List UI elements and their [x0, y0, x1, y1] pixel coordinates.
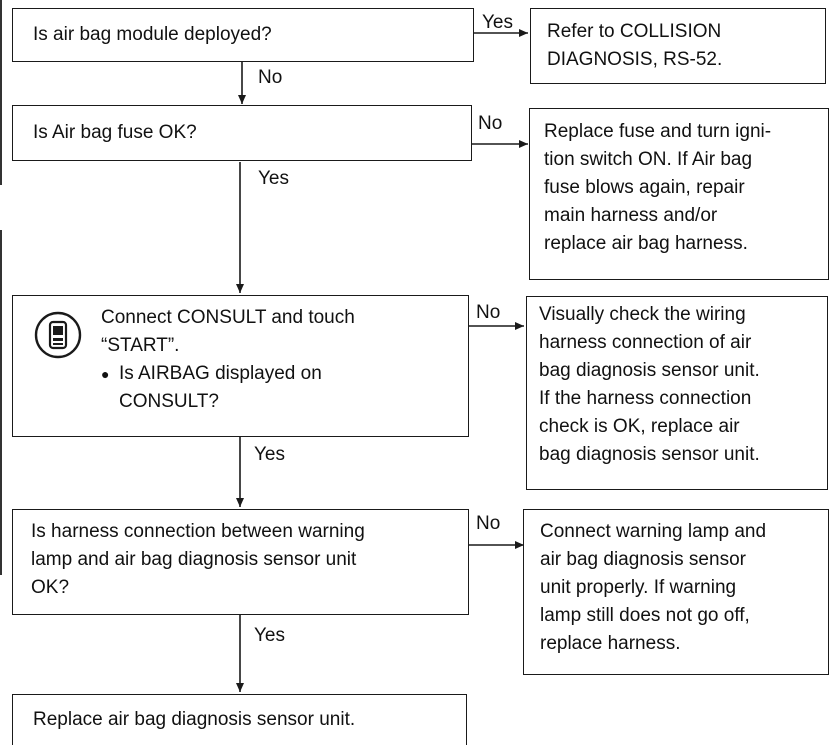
question-harness-connection: Is harness connection between warning la… [12, 509, 469, 615]
question-airbag-deployed: Is air bag module deployed? [12, 8, 474, 62]
result-connect-lamp: Connect warning lamp and air bag diagnos… [523, 509, 829, 675]
result-text-line: main harness and/or [544, 205, 718, 226]
bullet-icon: ● [101, 366, 110, 382]
question-text-line: OK? [31, 577, 70, 598]
label-no: No [476, 513, 501, 534]
label-yes: Yes [258, 168, 289, 189]
label-no: No [476, 302, 501, 323]
result-text-line: bag diagnosis sensor unit. [539, 360, 760, 381]
result-text-line: tion switch ON. If Air bag [544, 149, 753, 170]
result-text-line: Replace fuse and turn igni- [544, 121, 772, 142]
result-text-line: Refer to COLLISION [547, 21, 722, 42]
label-yes: Yes [482, 12, 513, 33]
page-edge-mark [0, 0, 2, 185]
result-text-line: DIAGNOSIS, RS-52. [547, 49, 723, 70]
result-text-line: Visually check the wiring [539, 304, 746, 325]
label-no: No [478, 113, 503, 134]
question-text-line: “START”. [101, 335, 180, 356]
result-text-line: check is OK, replace air [539, 416, 740, 437]
question-text-line: CONSULT? [119, 391, 219, 412]
result-check-wiring: Visually check the wiring harness connec… [526, 296, 828, 490]
question-text-line: Is AIRBAG displayed on [119, 363, 322, 384]
result-text-line: If the harness connection [539, 388, 752, 409]
consult-tester-icon [33, 310, 83, 369]
result-text-line: lamp still does not go off, [540, 605, 750, 626]
result-text-line: replace harness. [540, 633, 681, 654]
result-text-line: fuse blows again, repair [544, 177, 745, 198]
label-no: No [258, 67, 283, 88]
result-text-line: replace air bag harness. [544, 233, 748, 254]
result-text-line: unit properly. If warning [540, 577, 737, 598]
result-text-line: bag diagnosis sensor unit. [539, 444, 760, 465]
page-edge-mark [0, 230, 2, 575]
result-text-line: harness connection of air [539, 332, 752, 353]
result-text-line: air bag diagnosis sensor [540, 549, 746, 570]
question-text-line: Connect CONSULT and touch [101, 307, 355, 328]
final-replace-sensor-unit: Replace air bag diagnosis sensor unit. [12, 694, 467, 745]
question-text-line: Is harness connection between warning [31, 521, 365, 542]
label-yes: Yes [254, 625, 285, 646]
result-replace-fuse: Replace fuse and turn igni- tion switch … [529, 108, 829, 280]
question-consult-airbag: Connect CONSULT and touch “START”. ● Is … [12, 295, 469, 437]
result-refer-collision: Refer to COLLISION DIAGNOSIS, RS-52. [530, 8, 826, 84]
question-text-line: lamp and air bag diagnosis sensor unit [31, 549, 357, 570]
label-yes: Yes [254, 444, 285, 465]
question-fuse-ok: Is Air bag fuse OK? [12, 105, 472, 161]
result-text-line: Connect warning lamp and [540, 521, 767, 542]
